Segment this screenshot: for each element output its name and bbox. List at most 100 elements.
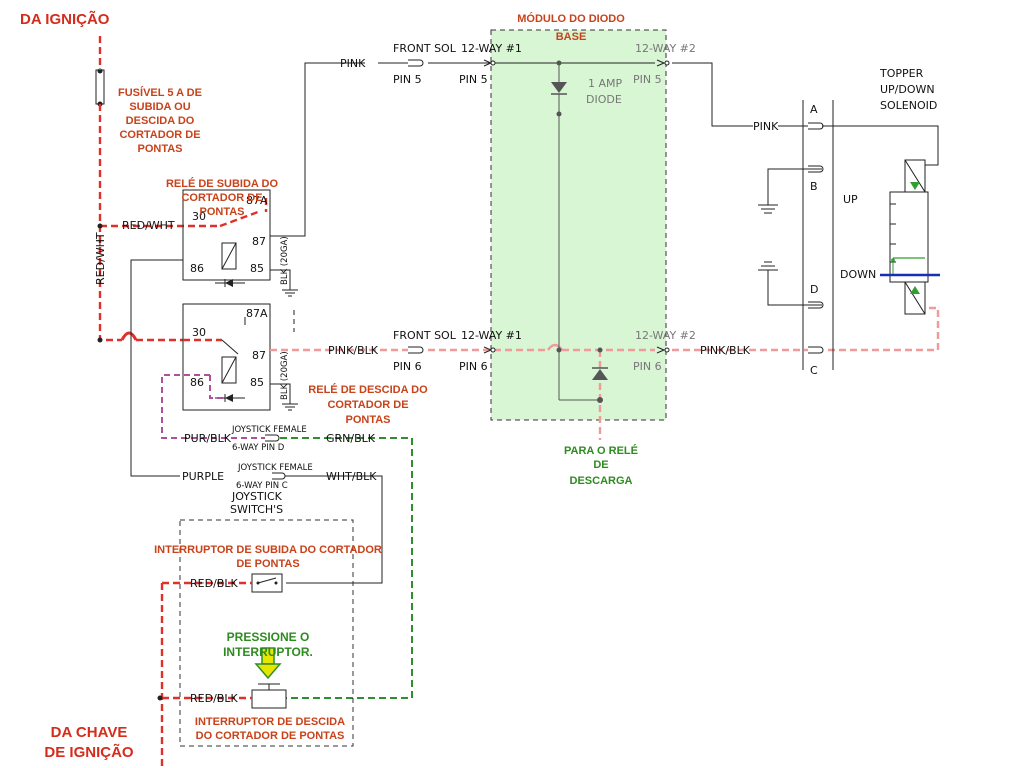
rele-descida-label-3: PONTAS bbox=[345, 414, 390, 426]
connector-way1-pin6 bbox=[483, 346, 496, 354]
grn-blk-wire bbox=[280, 437, 413, 699]
press-arrow-icon bbox=[254, 647, 282, 680]
rele-descida-label-2: CORTADOR DE bbox=[327, 399, 408, 411]
pin6-label-right: PIN 6 bbox=[633, 360, 662, 373]
modulo-label-1: MÓDULO DO DIODO bbox=[517, 12, 625, 25]
rele-descida-label-1: RELÉ DE DESCIDA DO bbox=[308, 383, 428, 396]
way1-label-6: 12-WAY #1 bbox=[461, 329, 522, 342]
para-rele-label-2: DE bbox=[593, 459, 608, 471]
lower-relay-pin87: 87 bbox=[252, 349, 266, 362]
para-rele-label-3: DESCARGA bbox=[570, 475, 633, 487]
pink-blk-active-path bbox=[270, 306, 940, 352]
relay-upper-contact-active bbox=[219, 198, 268, 228]
pink-label-1: PINK bbox=[340, 57, 366, 70]
int-subida-label-1: INTERRUPTOR DE SUBIDA DO CORTADOR bbox=[154, 544, 382, 556]
red-blk-label-down: RED/BLK bbox=[190, 692, 238, 705]
fuse bbox=[95, 68, 105, 107]
ignition-bridge bbox=[120, 331, 138, 341]
pin6-label-mod: PIN 6 bbox=[459, 360, 488, 373]
pink-label-2: PINK bbox=[753, 120, 779, 133]
topper-title-2: UP/DOWN bbox=[880, 83, 935, 96]
upper-86-wire bbox=[130, 259, 183, 477]
rele-subida-label-2: CORTADOR DE bbox=[181, 192, 262, 204]
module-diodes bbox=[551, 60, 608, 403]
amp-label-1: 1 AMP bbox=[588, 77, 623, 90]
down-switch[interactable] bbox=[251, 683, 287, 709]
upper-relay-pin85: 85 bbox=[250, 262, 264, 275]
sol-up-label: UP bbox=[843, 193, 858, 206]
da-chave-label-2: DE IGNIÇÃO bbox=[44, 743, 134, 761]
sol-d-wire bbox=[767, 270, 822, 306]
pink-blk-label-1: PINK/BLK bbox=[328, 344, 379, 357]
wht-blk-label: WHT/BLK bbox=[326, 470, 377, 483]
joystick-connector-c bbox=[272, 472, 286, 480]
upper-blk-label: BLK (20GA) bbox=[280, 236, 290, 285]
pressione-label-2: INTERRUPTOR. bbox=[223, 645, 313, 659]
lower-relay-pin30: 30 bbox=[192, 326, 206, 339]
lower-blk-label: BLK (20GA) bbox=[280, 351, 290, 400]
joystick-switch-box bbox=[179, 519, 354, 747]
amp-label-2: DIODE bbox=[586, 93, 622, 106]
way2-label-6: 12-WAY #2 bbox=[635, 329, 696, 342]
up-switch[interactable] bbox=[251, 573, 283, 593]
sol-pin-a: A bbox=[810, 103, 818, 116]
ground-d-icon bbox=[758, 261, 778, 271]
way1-label-5: 12-WAY #1 bbox=[461, 42, 522, 55]
red-blk-label-up: RED/BLK bbox=[190, 577, 238, 590]
joy-pin-c-label: 6-WAY PIN C bbox=[236, 481, 288, 491]
rele-subida-label-1: RELÉ DE SUBIDA DO bbox=[166, 177, 278, 190]
sol-pin-b: B bbox=[810, 180, 818, 193]
upper-relay-pin86: 86 bbox=[190, 262, 204, 275]
lower-coil-purple bbox=[209, 375, 225, 399]
joystick-switch-label-1: JOYSTICK bbox=[231, 490, 283, 503]
sol-a-wire bbox=[822, 125, 939, 166]
para-rele-label-1: PARA O RELÉ bbox=[564, 444, 638, 457]
fuse-label-1: FUSÍVEL 5 A DE bbox=[118, 86, 202, 99]
way2-label-5: 12-WAY #2 bbox=[635, 42, 696, 55]
fuse-label-4: CORTADOR DE bbox=[119, 129, 200, 141]
connector-way1-pin5 bbox=[483, 59, 496, 67]
red-wht-vertical-label: RED/WHT bbox=[94, 232, 107, 285]
joystick-switch-label-2: SWITCH'S bbox=[230, 503, 283, 516]
topper-title-1: TOPPER bbox=[879, 67, 924, 80]
front-sol-label-5: FRONT SOL bbox=[393, 42, 457, 55]
pin5-label-left: PIN 5 bbox=[393, 73, 422, 86]
joy-female-label-2: JOYSTICK FEMALE bbox=[237, 463, 313, 473]
upper-87-wire bbox=[270, 62, 340, 237]
ground-b-icon bbox=[758, 204, 778, 214]
upper-ground-icon bbox=[282, 289, 298, 297]
sol-pin-d: D bbox=[810, 283, 818, 296]
fuse-label-5: PONTAS bbox=[137, 143, 182, 155]
lower-ground-icon bbox=[282, 403, 298, 411]
topper-title-3: SOLENOID bbox=[880, 99, 937, 112]
sol-b-wire bbox=[767, 168, 822, 205]
lower-relay bbox=[182, 303, 271, 411]
solenoid-valve bbox=[889, 159, 929, 315]
front-sol-label-6: FRONT SOL bbox=[393, 329, 457, 342]
connector-way2-pin5 bbox=[656, 59, 670, 67]
pur-blk-wire bbox=[161, 374, 265, 439]
upper-relay bbox=[182, 189, 271, 287]
int-descida-label-1: INTERRUPTOR DE DESCIDA bbox=[195, 716, 345, 728]
fuse-label-2: SUBIDA OU bbox=[129, 101, 190, 113]
joy-female-label-1: JOYSTICK FEMALE bbox=[231, 425, 307, 435]
grn-blk-label: GRN/BLK bbox=[326, 432, 376, 445]
connector-front-sol-5 bbox=[408, 59, 424, 67]
sol-down-label: DOWN bbox=[840, 268, 876, 281]
da-ignicao-label: DA IGNIÇÃO bbox=[20, 10, 110, 28]
joy-pin-d-label: 6-WAY PIN D bbox=[232, 443, 285, 453]
pur-blk-label: PUR/BLK bbox=[184, 432, 232, 445]
connector-way2-pin6 bbox=[656, 346, 670, 354]
da-chave-label-1: DA CHAVE bbox=[51, 724, 128, 741]
rele-subida-label-3: PONTAS bbox=[199, 206, 244, 218]
fuse-label-3: DESCIDA DO bbox=[126, 115, 195, 127]
upper-relay-pin30: 30 bbox=[192, 210, 206, 223]
int-descida-label-2: DO CORTADOR DE PONTAS bbox=[196, 730, 345, 742]
modulo-label-2: BASE bbox=[556, 31, 587, 43]
upper-ground-wire bbox=[270, 269, 291, 290]
lower-relay-pin85: 85 bbox=[250, 376, 264, 389]
pin5-label-right: PIN 5 bbox=[633, 73, 662, 86]
upper-relay-pin87: 87 bbox=[252, 235, 266, 248]
joystick-connector-d bbox=[265, 434, 280, 442]
